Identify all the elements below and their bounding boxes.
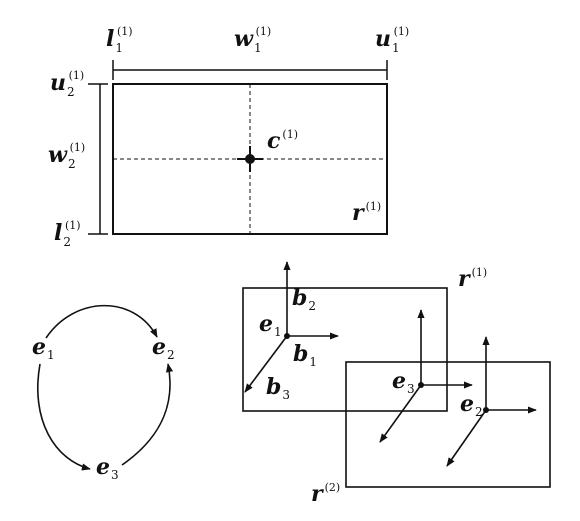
frames-label-b3: b3	[266, 374, 290, 402]
top-diagram: l1(1) w1(1) u1(1) u2(1) w2(1) l2(1) c(1)…	[48, 25, 409, 249]
frames-diagram: r(1) r(2) e1 b2 b1 b3 e3 e2	[242, 261, 551, 507]
frames-label-e2: e2	[460, 391, 483, 419]
label-l1: l1(1)	[106, 25, 133, 55]
label-w1: w1(1)	[234, 25, 271, 55]
cycle-label-e2: e2	[152, 334, 175, 362]
center-point	[245, 154, 255, 164]
arc-e3-to-e2	[121, 363, 174, 466]
frames-label-r1: r(1)	[458, 266, 487, 292]
frame-e2-axis-diag	[446, 409, 487, 467]
label-w2: w2(1)	[48, 141, 85, 171]
region-r2-rectangle	[345, 361, 551, 488]
frames-label-b1: b1	[293, 341, 317, 369]
frame-e3-axis-diag	[379, 384, 422, 443]
cycle-label-e1: e1	[32, 334, 55, 362]
frame-e1-axis-b3	[244, 335, 288, 393]
label-l2: l2(1)	[54, 219, 81, 249]
cycle-diagram: e1 e2 e3	[32, 304, 175, 482]
frames-label-e1: e1	[259, 311, 282, 339]
frames-label-e3: e3	[392, 368, 415, 396]
arc-e1-to-e2	[45, 304, 158, 339]
label-r: r(1)	[352, 200, 381, 226]
region-r1-rectangle	[242, 287, 448, 412]
label-u2: u2(1)	[50, 69, 84, 99]
label-c: c(1)	[267, 128, 298, 154]
frames-label-b2: b2	[292, 285, 316, 313]
label-u1: u1(1)	[375, 25, 409, 55]
frames-label-r2: r(2)	[311, 481, 340, 507]
arc-e1-to-e3	[37, 363, 91, 471]
cycle-label-e3: e3	[96, 454, 119, 482]
